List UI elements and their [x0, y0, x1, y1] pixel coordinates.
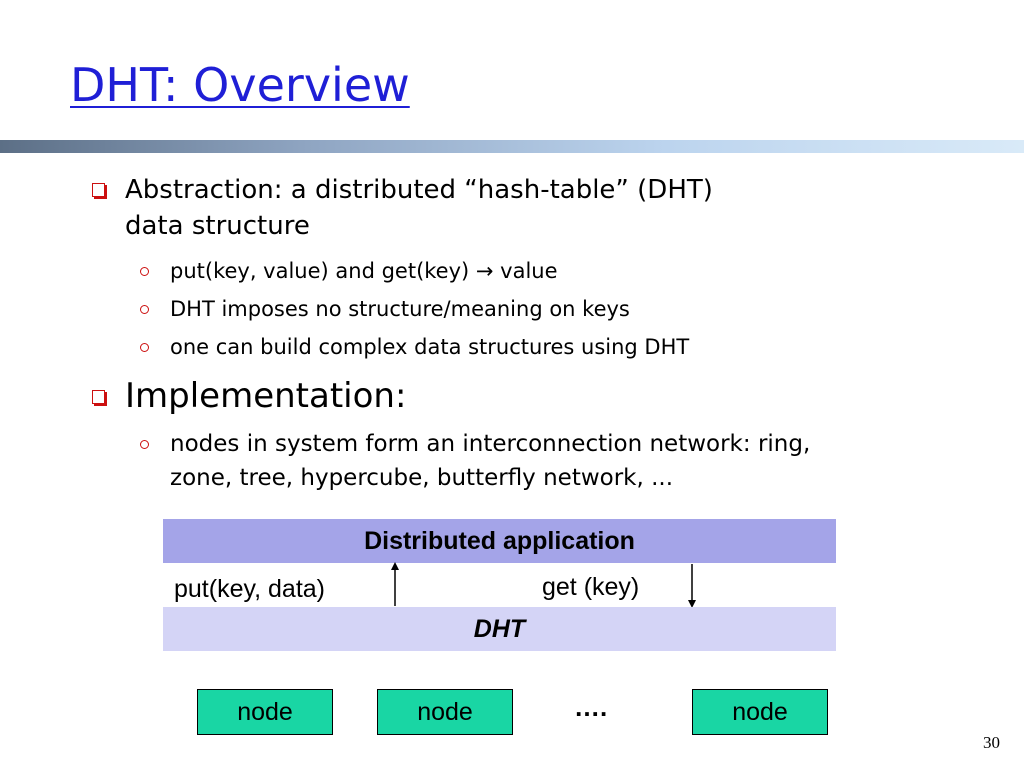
sub-bullet-interconnection: nodes in system form an interconnection … — [140, 427, 810, 495]
bullet-abstraction: Abstraction: a distributed “hash-table” … — [92, 172, 713, 244]
interconnection-line-2: zone, tree, hypercube, butterfly network… — [170, 465, 674, 491]
circle-bullet-icon — [140, 440, 149, 449]
node-box-1: node — [197, 689, 333, 735]
distributed-application-layer: Distributed application — [163, 519, 836, 563]
page-number: 30 — [983, 733, 1000, 752]
slide-title: DHT: Overview — [70, 58, 410, 112]
circle-bullet-icon — [140, 267, 149, 276]
sub-bullet-text: one can build complex data structures us… — [170, 335, 690, 359]
abstraction-line-1: Abstraction: a distributed “hash-table” … — [125, 175, 713, 205]
sub-bullet-text: DHT imposes no structure/meaning on keys — [170, 297, 630, 321]
sub-bullet-put-get: put(key, value) and get(key) → value — [140, 257, 558, 285]
node-box-3: node — [692, 689, 828, 735]
node-box-2: node — [377, 689, 513, 735]
interconnection-line-1: nodes in system form an interconnection … — [170, 431, 811, 457]
sub-bullet-text: put(key, value) and get(key) → value — [170, 259, 558, 283]
sub-bullet-complex-structures: one can build complex data structures us… — [140, 333, 689, 361]
get-call-label: get (key) — [542, 573, 640, 601]
bullet-implementation: Implementation: — [92, 376, 406, 416]
square-bullet-icon — [92, 183, 105, 197]
square-bullet-icon — [92, 390, 105, 404]
sub-bullet-no-structure: DHT imposes no structure/meaning on keys — [140, 295, 630, 323]
node-ellipsis: …. — [574, 692, 608, 722]
title-divider — [0, 140, 1024, 153]
implementation-heading: Implementation: — [125, 376, 407, 416]
dht-layer: DHT — [163, 607, 836, 651]
circle-bullet-icon — [140, 343, 149, 352]
put-call-label: put(key, data) — [174, 575, 326, 603]
circle-bullet-icon — [140, 305, 149, 314]
down-arrow-icon — [688, 564, 696, 608]
up-arrow-icon — [391, 562, 399, 606]
abstraction-line-2: data structure — [125, 211, 310, 241]
